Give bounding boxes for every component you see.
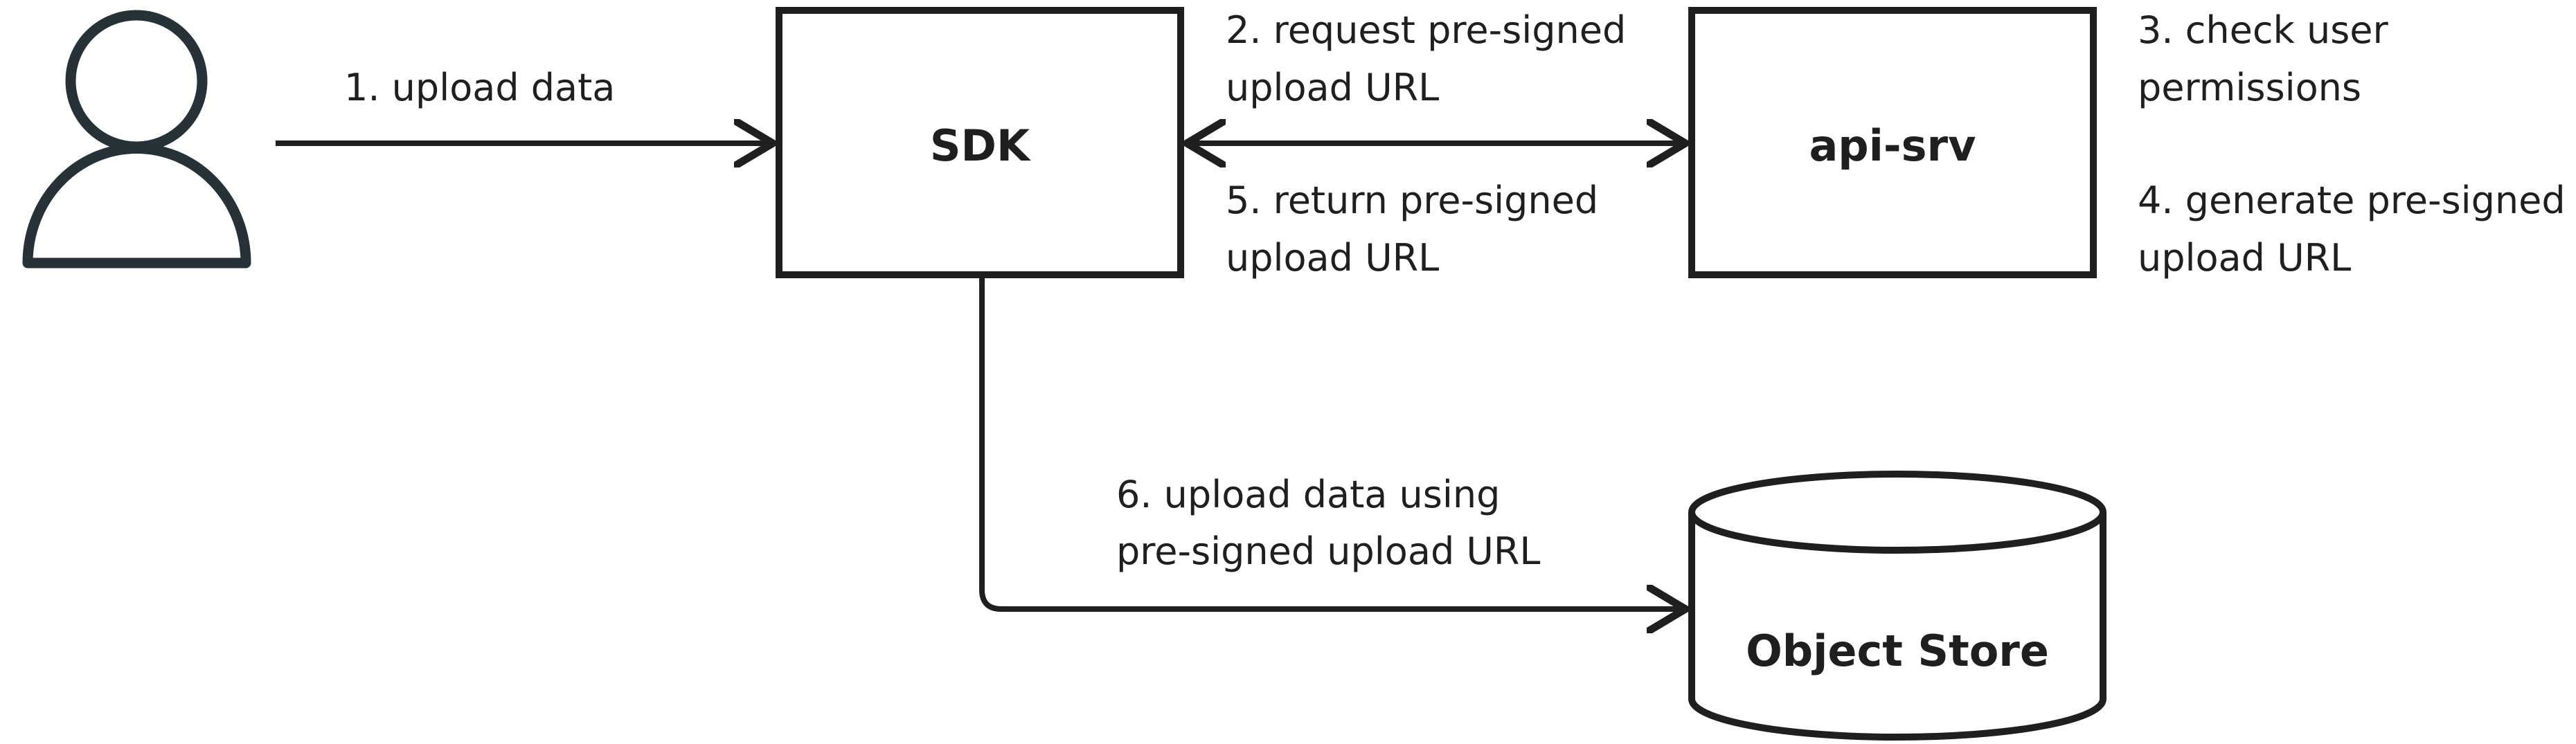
edge-sdk-store-arrow <box>979 278 1687 609</box>
object-store-label: Object Store <box>1746 626 2049 676</box>
edge-label-upload-data: 1. upload data <box>344 66 615 109</box>
edge-label-request-line1: 2. request pre-signed <box>1226 8 1626 52</box>
note-check-permissions-line2: permissions <box>2138 66 2361 109</box>
edge-label-return-line1: 5. return pre-signed <box>1226 179 1598 222</box>
edge-label-upload-presigned-line1: 6. upload data using <box>1116 473 1500 516</box>
sdk-label: SDK <box>930 120 1031 171</box>
edge-label-return-line2: upload URL <box>1226 236 1439 280</box>
object-store-top <box>1688 471 2107 554</box>
sdk-box <box>776 7 1184 278</box>
api-srv-label: api-srv <box>1809 120 1976 171</box>
api-srv-box <box>1688 7 2097 278</box>
edge-label-request-line2: upload URL <box>1226 66 1439 109</box>
edge-label-upload-presigned-line2: pre-signed upload URL <box>1116 529 1541 573</box>
sdk-node[interactable]: SDK <box>776 7 1184 278</box>
note-generate-url-line1: 4. generate pre-signed <box>2138 179 2566 222</box>
object-store-body <box>1688 512 2107 741</box>
api-srv-node[interactable]: api-srv <box>1688 7 2097 278</box>
user-icon-body <box>22 143 251 269</box>
object-store-node[interactable]: Object Store <box>1688 471 2107 741</box>
user-icon <box>22 10 251 269</box>
note-check-permissions-line1: 3. check user <box>2138 8 2389 52</box>
note-generate-url-line2: upload URL <box>2138 236 2351 280</box>
user-icon-head <box>65 10 208 152</box>
